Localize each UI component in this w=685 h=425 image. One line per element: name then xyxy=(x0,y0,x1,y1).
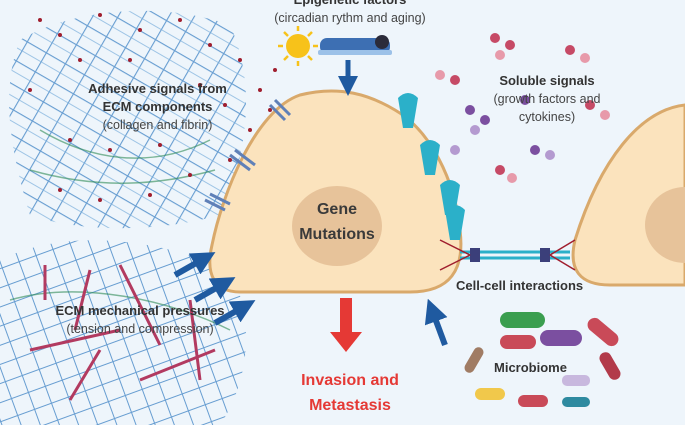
soluble-label: Soluble signals (growth factors and cyto… xyxy=(472,72,622,126)
ecm-mesh-upper xyxy=(9,10,247,229)
cellcell-label: Cell-cell interactions xyxy=(456,278,584,293)
moon-icon xyxy=(399,30,420,63)
outcome-line-1: Invasion and xyxy=(301,372,399,389)
gene-line-2: Mutations xyxy=(299,226,375,243)
soluble-molecules xyxy=(435,33,610,183)
mechanical-title: ECM mechanical pressures xyxy=(55,303,225,318)
adhesive-title-1: Adhesive signals from xyxy=(88,81,227,96)
bacteria-icon xyxy=(464,312,621,407)
microbiome-arrow xyxy=(424,298,448,347)
cell-junction xyxy=(439,239,576,271)
sun-icon xyxy=(278,26,318,66)
gene-mutations-label: Gene Mutations xyxy=(282,197,392,247)
adhesive-title-2: ECM components xyxy=(102,99,213,114)
gene-line-1: Gene xyxy=(316,201,357,218)
ecm-mesh-lower xyxy=(0,240,247,425)
mechanical-label: ECM mechanical pressures (tension and co… xyxy=(40,302,240,338)
soluble-sub-1: (growth factors and xyxy=(493,92,601,106)
nucleus xyxy=(292,186,382,266)
receptor-icon xyxy=(398,93,465,240)
adhesive-subtitle: (collagen and fibrin) xyxy=(102,118,213,132)
sleeping-person-icon xyxy=(318,35,392,55)
outcome-line-2: Metastasis xyxy=(309,397,391,414)
outcome-arrow xyxy=(330,298,362,352)
soluble-title: Soluble signals xyxy=(499,73,595,88)
outcome-label: Invasion and Metastasis xyxy=(275,368,425,418)
adhesive-label: Adhesive signals from ECM components (co… xyxy=(70,80,245,134)
mechanical-arrows xyxy=(173,252,256,326)
mechanical-subtitle: (tension and compression) xyxy=(66,322,214,336)
epigenetic-subtitle: (circadian rythm and aging) xyxy=(274,11,426,25)
epigenetic-label: Epigenetic factors (circadian rythm and … xyxy=(255,0,445,27)
microbiome-label: Microbiome xyxy=(494,360,567,375)
epigenetic-title: Epigenetic factors xyxy=(255,0,445,9)
adhesion-receptors xyxy=(204,98,292,212)
soluble-sub-2: cytokines) xyxy=(518,110,576,124)
neighbor-nucleus xyxy=(645,187,685,263)
ecm-dots xyxy=(28,13,277,202)
